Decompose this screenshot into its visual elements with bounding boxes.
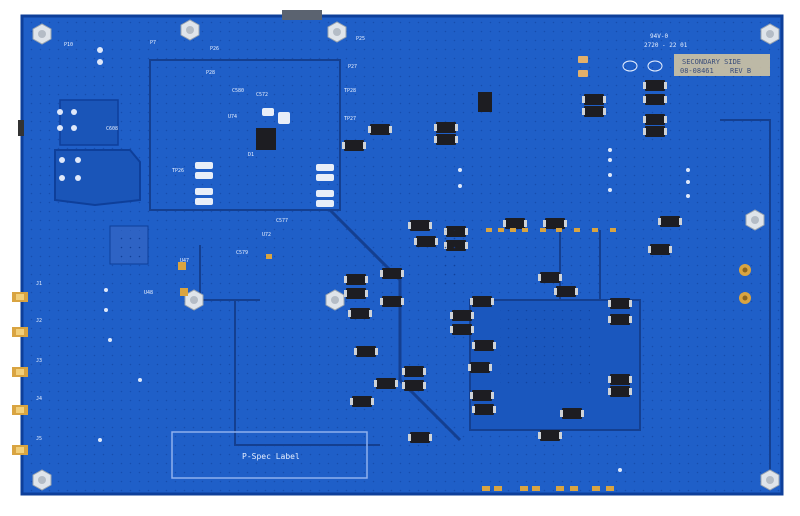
svg-text:TP27: TP27 <box>344 116 356 122</box>
p-spec-label-text: P-Spec Label <box>242 452 300 461</box>
connector-j5: J5 <box>36 436 42 442</box>
svg-text:C572: C572 <box>256 92 268 98</box>
dense-component-field <box>440 230 590 390</box>
side-switch <box>18 120 24 136</box>
gold-pad-row <box>178 228 616 491</box>
svg-text:TP26: TP26 <box>172 168 184 174</box>
mount-hole <box>32 469 52 491</box>
svg-text:P26: P26 <box>210 46 219 52</box>
side-label-line2: 08-08461 <box>680 67 714 75</box>
svg-text:U47: U47 <box>180 258 189 264</box>
connector-j3: J3 <box>36 358 42 364</box>
svg-text:U48: U48 <box>144 290 153 296</box>
power-ic <box>256 128 276 150</box>
mount-hole <box>325 289 345 311</box>
mount-hole <box>32 23 52 45</box>
svg-text:C608: C608 <box>106 126 118 132</box>
version-mark: 94V-0 <box>650 33 668 40</box>
svg-text:P27: P27 <box>348 64 357 70</box>
svg-text:P10: P10 <box>64 42 73 48</box>
small-components <box>195 56 588 207</box>
side-label-line1: SECONDARY SIDE <box>682 58 741 66</box>
connector-j2: J2 <box>36 318 42 324</box>
svg-text:D1: D1 <box>248 152 254 158</box>
mount-hole <box>760 469 780 491</box>
connector-j1: J1 <box>36 281 42 287</box>
svg-text:U74: U74 <box>228 114 237 120</box>
top-edge-connector <box>282 10 322 20</box>
mount-hole <box>327 21 347 43</box>
mount-hole <box>760 23 780 45</box>
mount-hole <box>180 19 200 41</box>
svg-text:C580: C580 <box>232 88 244 94</box>
svg-text:P25: P25 <box>356 36 365 42</box>
connector-j4: J4 <box>36 396 42 402</box>
mount-hole <box>745 209 765 231</box>
svg-text:P28: P28 <box>206 70 215 76</box>
secondary-side-label <box>674 54 770 76</box>
svg-text:U72: U72 <box>262 232 271 238</box>
silkscreen-labels: P7 P10 P25 P26 P27 P28 TP26 TP27 TP28 C5… <box>64 36 365 296</box>
vias <box>57 47 690 472</box>
svg-text:C579: C579 <box>236 250 248 256</box>
side-label-line3: REV B <box>730 67 751 75</box>
svg-text:TP28: TP28 <box>344 88 356 94</box>
p-spec-label-box <box>171 431 368 479</box>
svg-text:P7: P7 <box>150 40 156 46</box>
date-code: 2720 - 22 01 <box>644 42 688 49</box>
svg-text:C577: C577 <box>276 218 288 224</box>
black-ic <box>478 92 492 112</box>
